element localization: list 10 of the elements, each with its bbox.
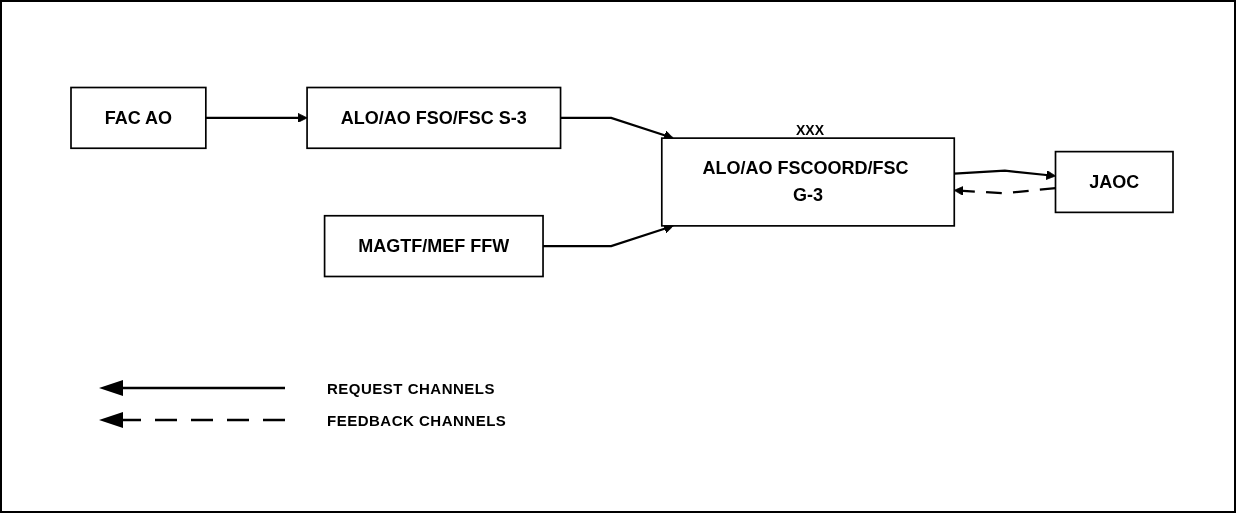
node-caption: XXX — [796, 122, 825, 139]
node-box — [660, 137, 956, 227]
node-box — [306, 86, 562, 150]
legend-text: FEEDBACK CHANNELS — [327, 411, 507, 429]
node-box — [1054, 150, 1174, 214]
arrow — [954, 169, 1056, 180]
node-box — [323, 214, 544, 278]
node-box — [70, 86, 207, 150]
legend-text: REQUEST CHANNELS — [327, 379, 495, 397]
arrow — [205, 112, 308, 123]
